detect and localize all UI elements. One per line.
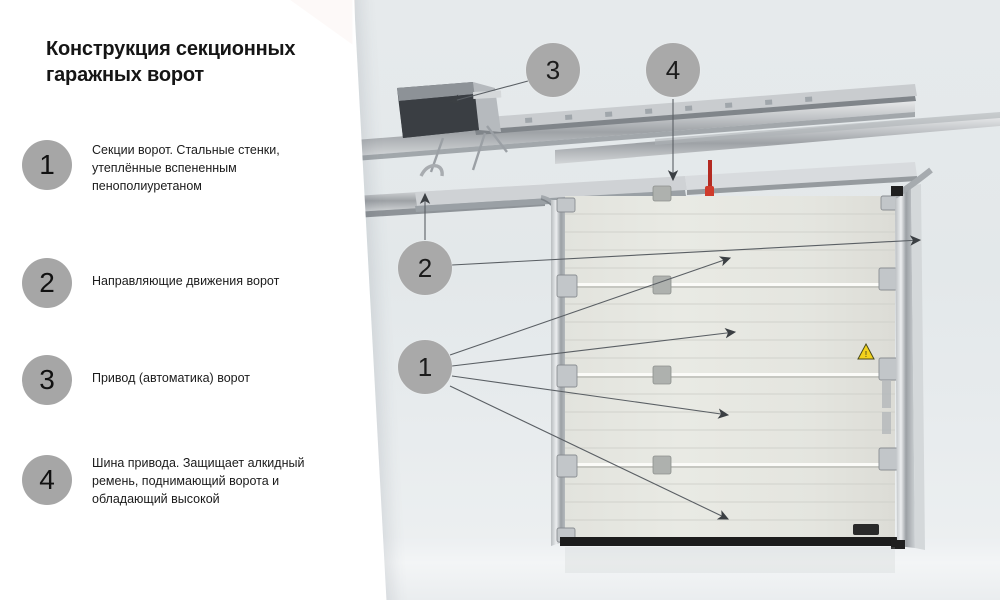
legend-panel: Конструкция секционных гаражных ворот 1 … [0,0,355,600]
legend-bullet-4: 4 [22,455,72,505]
door-badge [853,524,879,535]
ceiling-track-right [555,112,1000,164]
legend-item-2[interactable]: 2 Направляющие движения ворот [22,258,352,308]
callout-4[interactable]: 4 [646,43,700,97]
door-opener-motor [397,82,502,138]
legend-text-2: Направляющие движения ворот [92,274,280,288]
page-title-line-2: гаражных ворот [46,64,204,87]
legend-bullet-1: 1 [22,140,72,190]
page-title: Конструкция секционных гаражных ворот [46,36,336,89]
door-leaf: ! [551,167,933,550]
svg-text:!: ! [865,350,867,359]
legend-text-3: Привод (автоматика) ворот [92,371,250,385]
warning-triangle-icon: ! [857,342,875,360]
callout-2[interactable]: 2 [398,241,452,295]
legend-bullet-3: 3 [22,355,72,405]
callout-1[interactable]: 1 [398,340,452,394]
roller-bracket-right [878,195,900,471]
legend-item-1[interactable]: 1 Секции ворот. Стальные стенки, утеплён… [22,140,352,195]
door-header-track [685,162,917,195]
garage-door-photo: ! [355,0,1000,600]
legend-text-1: Секции ворот. Стальные стенки, утеплённы… [92,143,280,193]
floor-reflection [565,547,895,573]
drive-belt-shaft [475,84,917,135]
legend-item-3[interactable]: 3 Привод (автоматика) ворот [22,355,352,405]
legend-item-4[interactable]: 4 Шина привода. Защищает алкидный ремень… [22,455,352,508]
door-label-strip [882,380,891,434]
legend-bullet-2: 2 [22,258,72,308]
legend-text-4: Шина привода. Защищает алкидный ремень, … [92,456,305,506]
callout-3[interactable]: 3 [526,43,580,97]
track-bracket-hook [419,164,444,177]
page-title-line-1: Конструкция секционных [46,38,296,60]
